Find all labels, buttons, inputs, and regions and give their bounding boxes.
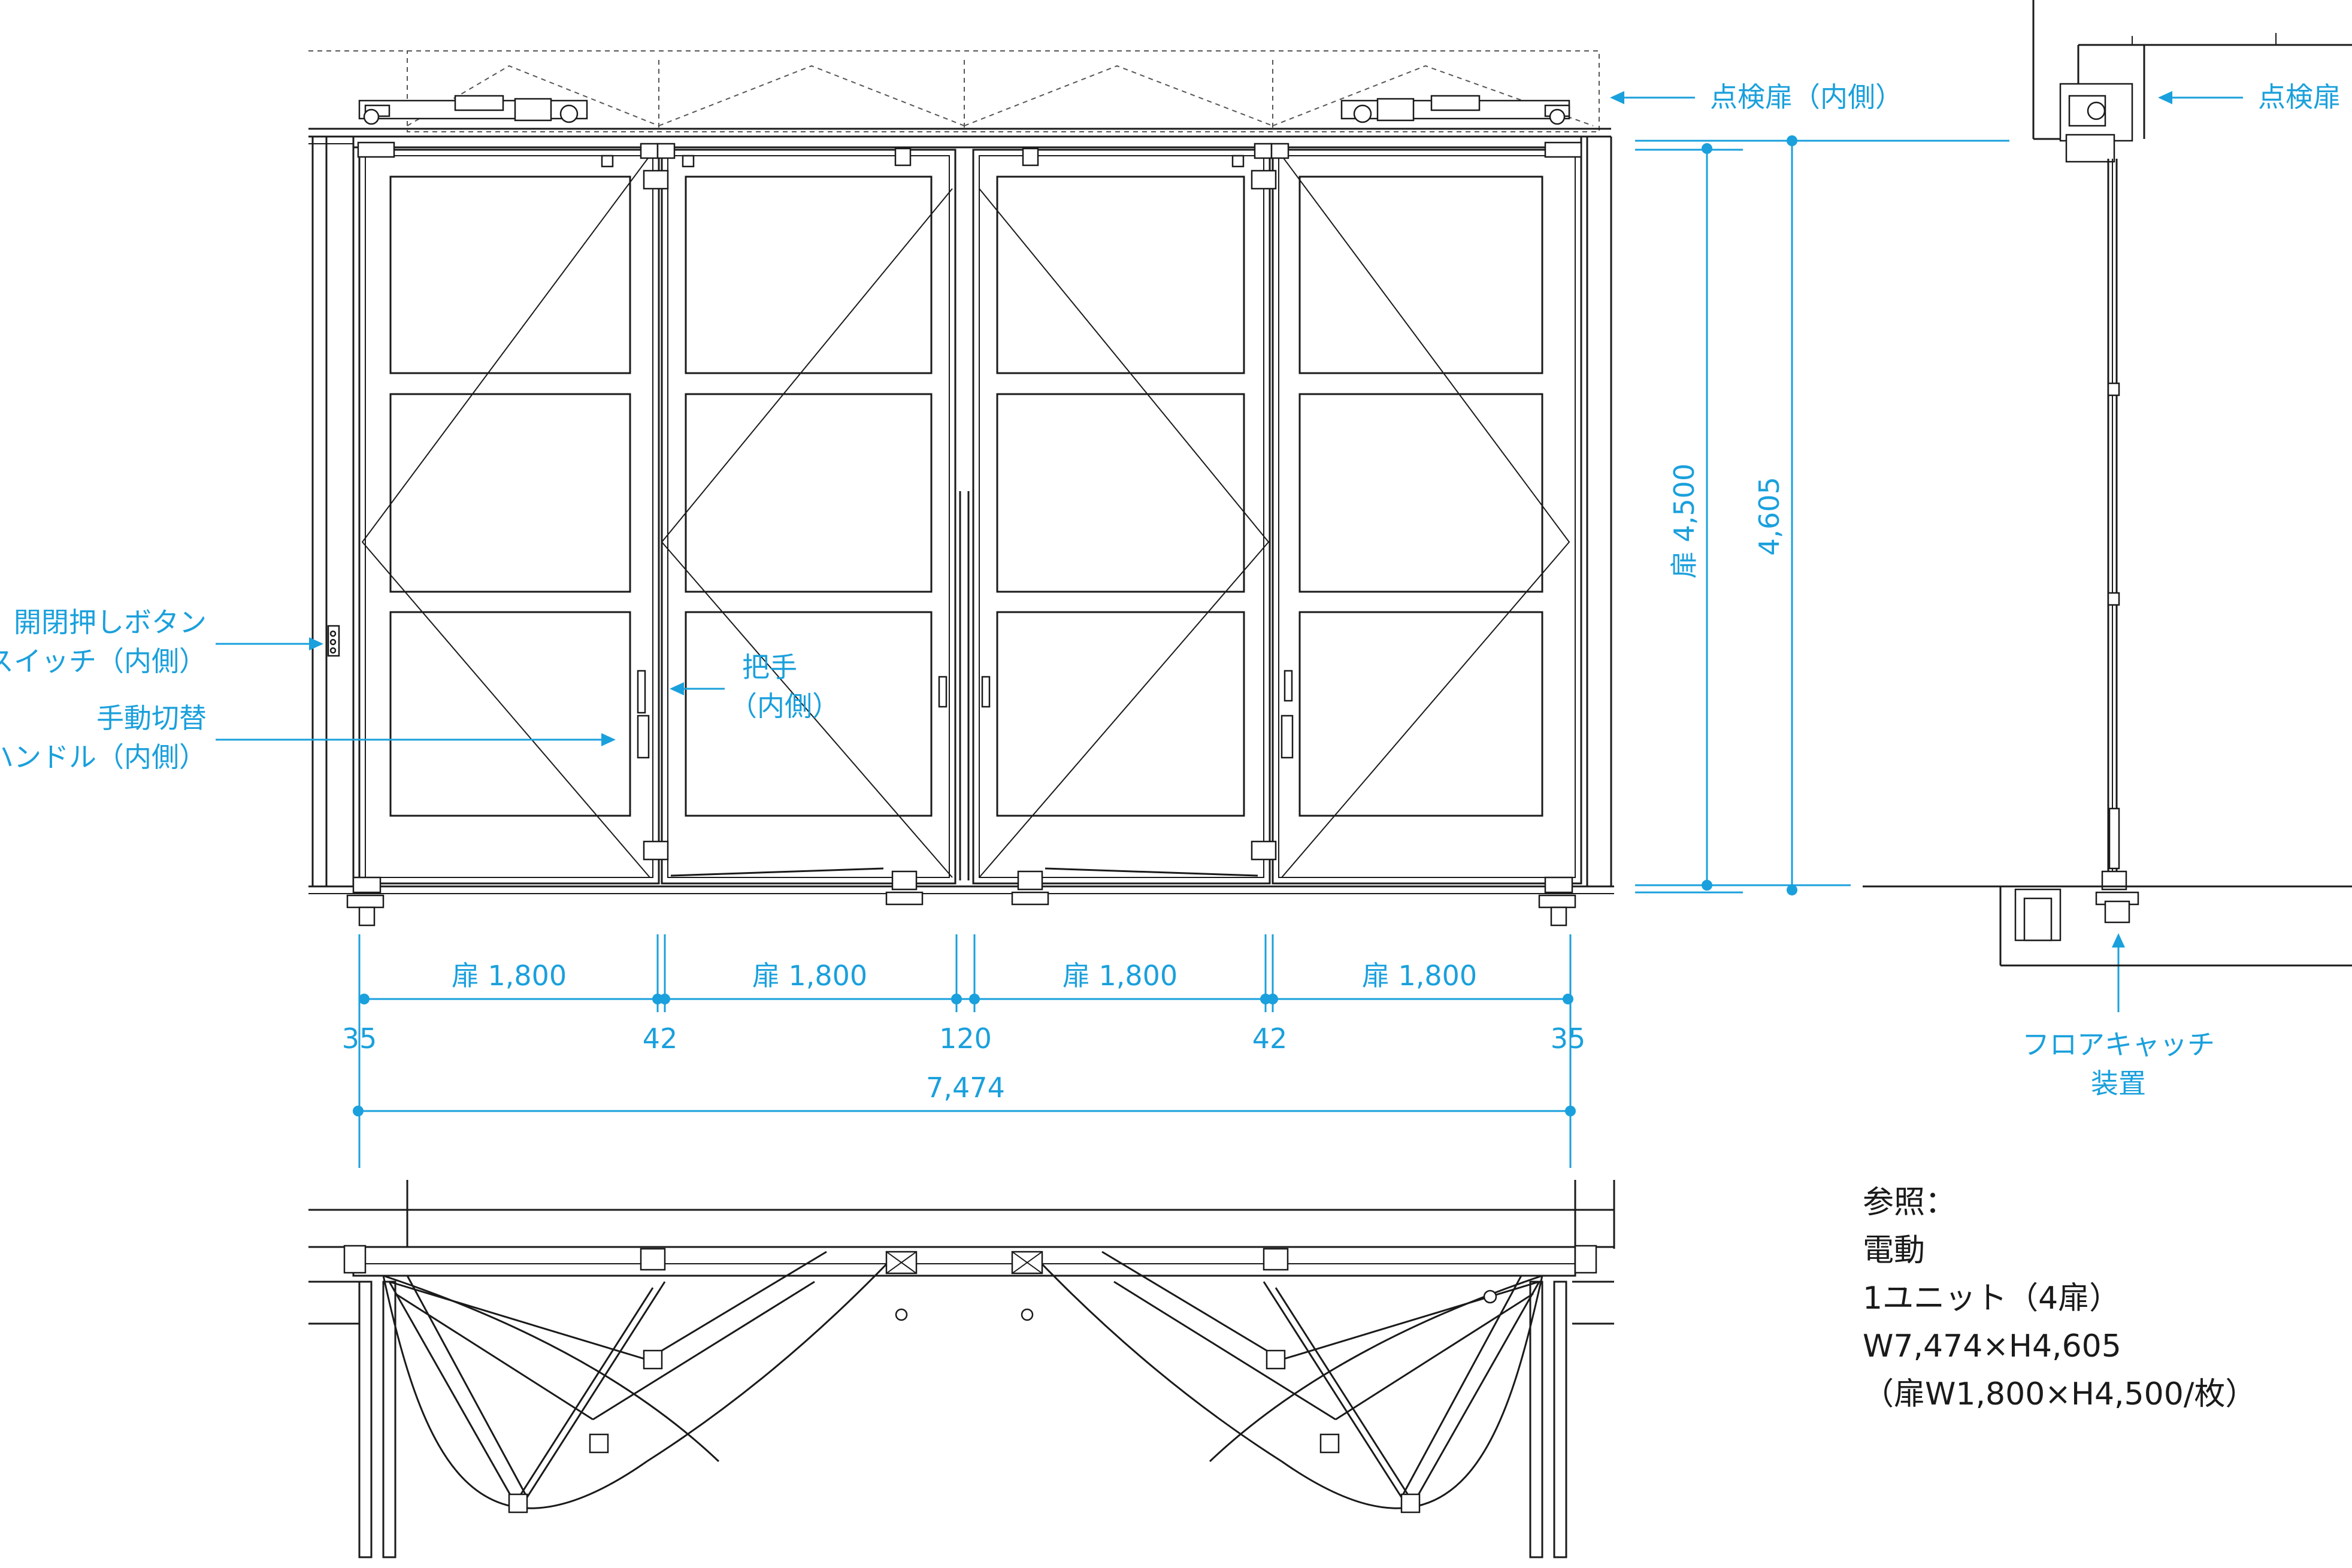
plan-view: [308, 1180, 1615, 1558]
label-manual-switch-2: ハンドル（内側）: [0, 741, 207, 773]
dim-total-height: 4,605: [1753, 477, 1785, 556]
note-title: 参照：: [1863, 1185, 1956, 1221]
label-push-button-1: 開閉押しボタン: [14, 606, 207, 638]
dim-gap-left-mid: 42: [643, 1022, 678, 1055]
door-panel-3: [972, 149, 1271, 885]
side-section: [1863, 0, 2352, 967]
label-inspection-door-front: 点検扉（内側）: [1710, 81, 1903, 113]
notes-block: 参照： 電動 1ユニット（4扉） W7,474×H4,605 （扉W1,800×…: [1863, 1185, 2256, 1412]
dim-door-height: 扉 4,500: [1668, 464, 1700, 579]
dim-gap-right: 35: [1551, 1022, 1586, 1055]
note-line-3: W7,474×H4,605: [1863, 1328, 2121, 1364]
label-floor-catch-2: 装置: [2091, 1067, 2146, 1100]
note-line-1: 電動: [1863, 1233, 1925, 1269]
hinges: [357, 141, 1582, 861]
dimension-text: 扉 4,500 4,605 扉 1,800 扉 1,800 扉 1,800 扉 …: [342, 464, 1785, 1104]
dim-gap-center: 120: [939, 1022, 992, 1055]
note-line-4: （扉W1,800×H4,500/枚）: [1863, 1376, 2256, 1412]
label-handle-1: 把手: [742, 651, 797, 683]
operator-right: [1340, 95, 1570, 125]
dim-total-width: 7,474: [926, 1071, 1005, 1104]
dim-door-width-3: 扉 1,800: [1063, 959, 1177, 992]
door-panel-1: [358, 149, 660, 885]
dim-door-width-4: 扉 1,800: [1362, 959, 1477, 992]
door-panel-2: [661, 149, 956, 885]
label-manual-switch-1: 手動切替: [96, 702, 207, 734]
annotation-leaders: [216, 91, 2243, 1012]
label-push-button-2: スイッチ（内側）: [0, 645, 207, 677]
annotation-text: 点検扉（内側） 点検扉 開閉押しボタン スイッチ（内側） 手動切替 ハンドル（内…: [0, 81, 2341, 1100]
operator-left: [358, 95, 588, 125]
floor-guides: [346, 867, 1576, 927]
label-floor-catch-1: フロアキャッチ: [2022, 1028, 2215, 1061]
dim-door-width-1: 扉 1,800: [452, 959, 567, 992]
door-panel-4: [1272, 149, 1582, 885]
dim-door-width-2: 扉 1,800: [752, 959, 867, 992]
label-handle-2: （内側）: [729, 690, 840, 722]
label-inspection-door-side: 点検扉: [2258, 81, 2341, 113]
dimension-lines: [353, 135, 2009, 1168]
dim-gap-right-mid: 42: [1252, 1022, 1288, 1055]
front-elevation: [308, 50, 1614, 927]
note-line-2: 1ユニット（4扉）: [1863, 1281, 2120, 1316]
dim-gap-left: 35: [342, 1022, 377, 1055]
